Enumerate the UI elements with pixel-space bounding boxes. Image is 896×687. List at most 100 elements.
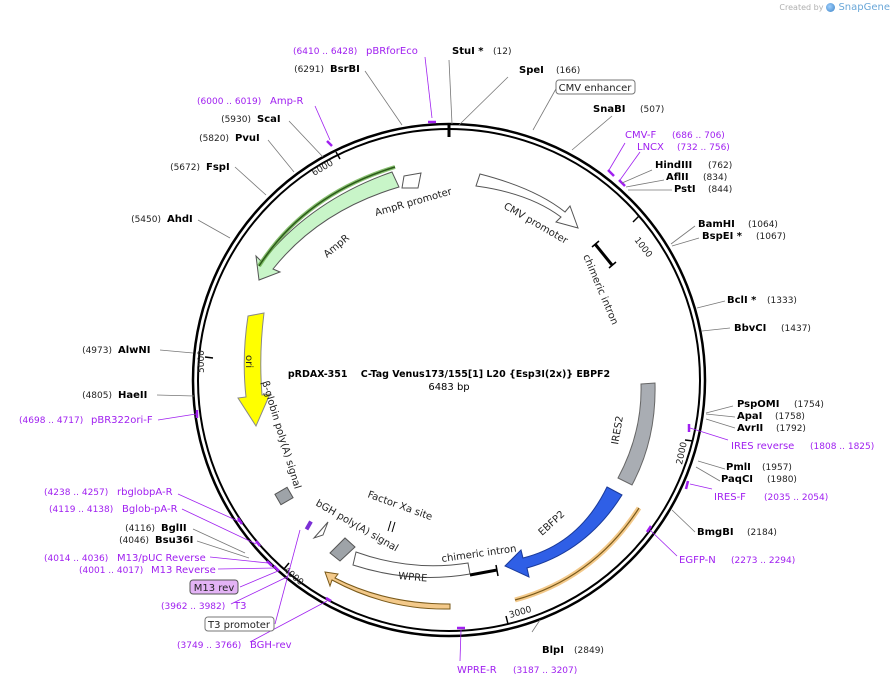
- wpre-orange-arrow[interactable]: [324, 571, 451, 610]
- primer-amp-r[interactable]: Amp-R: [270, 96, 304, 107]
- credit-brand[interactable]: SnapGene: [838, 2, 890, 13]
- site-paqci-pos: (1980): [767, 475, 797, 485]
- primer-pbr322ori-f[interactable]: pBR322ori-F: [91, 415, 153, 426]
- site-avrii[interactable]: AvrII: [737, 423, 763, 434]
- tick-mark-2000: [684, 439, 694, 442]
- primer-mark-m13-reverse[interactable]: [273, 565, 280, 572]
- primer-ires-f[interactable]: IRES-F: [714, 492, 746, 503]
- primer-mark-egfp-n[interactable]: [645, 525, 653, 533]
- primer-bgh-rev-pos: (3749 .. 3766): [177, 641, 241, 651]
- chimeric-intron-top-end: [608, 261, 617, 269]
- credit-prefix: Created by: [779, 3, 824, 12]
- site-pspomi[interactable]: PspOMI: [737, 399, 779, 410]
- site-scai-pos: (5930): [221, 115, 251, 125]
- primer-mark-ires-f[interactable]: [684, 480, 690, 490]
- primer-mark-bglob-pa-r[interactable]: [255, 540, 261, 547]
- plasmid-name: pRDAX-351 C-Tag Venus173/155[1] L20 {Esp…: [288, 369, 610, 380]
- primer-bglob-pa-r[interactable]: Bglob-pA-R: [122, 504, 178, 515]
- cmv-enhancer-box[interactable]: [555, 79, 636, 95]
- site-aflii[interactable]: AflII: [666, 172, 689, 183]
- cmv-promoter-arrow[interactable]: [475, 173, 579, 229]
- primer-egfp-n[interactable]: EGFP-N: [679, 555, 716, 566]
- site-bbvci[interactable]: BbvCI: [734, 323, 766, 334]
- t3-promoter-arrow[interactable]: [312, 521, 329, 540]
- site-bspei[interactable]: BspEI *: [702, 231, 743, 242]
- site-apai[interactable]: ApaI: [737, 411, 762, 422]
- site-scai[interactable]: ScaI: [257, 114, 281, 125]
- site-bglii-pos: (4116): [125, 524, 155, 534]
- primer-mark-rbglobpa-r[interactable]: [236, 517, 244, 525]
- primer-ires-reverse[interactable]: IRES reverse: [731, 441, 794, 452]
- primer-m13-reverse-pos: (4001 .. 4017): [79, 566, 143, 576]
- site-psti[interactable]: PstI: [674, 184, 696, 195]
- site-fspi-pos: (5672): [170, 163, 200, 173]
- m13-rev-feature[interactable]: [304, 520, 313, 531]
- tick-mark-6000: [335, 151, 341, 160]
- bgh-polya-box[interactable]: [329, 537, 356, 562]
- primer-mark-bgh-rev[interactable]: [325, 596, 332, 603]
- site-haeii[interactable]: HaeII: [118, 390, 147, 401]
- egfp-orf-line: [514, 507, 640, 601]
- site-stui[interactable]: StuI *: [452, 46, 484, 57]
- m13-rev-box[interactable]: [189, 579, 239, 595]
- primer-lncx[interactable]: LNCX: [637, 142, 664, 153]
- chimeric-intron-top-mark[interactable]: [593, 243, 614, 266]
- primer-t3-pos: (3962 .. 3982): [161, 602, 225, 612]
- site-bcli[interactable]: BclI *: [727, 295, 757, 306]
- primer-t3[interactable]: T3: [233, 601, 246, 612]
- primer-cmv-f[interactable]: CMV-F: [625, 130, 656, 141]
- primer-cmv-f-pos: (686 .. 706): [672, 131, 725, 141]
- primer-m13-puc-reverse-pos: (4014 .. 4036): [44, 554, 108, 564]
- ampr-orf-line: [258, 166, 396, 267]
- site-blpi[interactable]: BlpI: [542, 645, 564, 656]
- site-fspi[interactable]: FspI: [206, 162, 230, 173]
- site-bmgbi[interactable]: BmgBI: [697, 527, 734, 538]
- t3-promoter-box[interactable]: [204, 616, 275, 632]
- primer-m13-reverse[interactable]: M13 Reverse: [151, 565, 216, 576]
- primer-rbglobpa-r[interactable]: rbglobpA-R: [117, 487, 173, 498]
- site-bsrbi-pos: (6291): [294, 65, 324, 75]
- site-snabi[interactable]: SnaBI: [593, 104, 625, 115]
- primer-mark-amp-r[interactable]: [326, 140, 333, 147]
- site-ahdi[interactable]: AhdI: [167, 214, 193, 225]
- site-bglii[interactable]: BglII: [161, 523, 187, 534]
- site-bsu36i[interactable]: Bsu36I: [155, 535, 193, 546]
- primer-bgh-rev[interactable]: BGH-rev: [250, 640, 292, 651]
- primer-marks: [195, 120, 691, 630]
- site-hindiii[interactable]: HindIII: [655, 160, 692, 171]
- primer-m13-puc-reverse[interactable]: M13/pUC Reverse: [117, 553, 206, 564]
- site-pvui-pos: (5820): [199, 134, 229, 144]
- site-apai-pos: (1758): [775, 412, 805, 422]
- primer-lncx-pos: (732 .. 756): [677, 143, 730, 153]
- site-bmgbi-pos: (2184): [747, 528, 777, 538]
- wpre-box[interactable]: [352, 551, 471, 578]
- primer-mark-cmv-f[interactable]: [607, 169, 615, 177]
- chimeric-intron-bottom-mark[interactable]: [469, 568, 498, 577]
- egfp-highlight: [514, 506, 642, 603]
- site-ahdi-pos: (5450): [131, 215, 161, 225]
- ebfp2-label: EBFP2: [537, 509, 568, 538]
- site-paqci[interactable]: PaqCI: [721, 474, 753, 485]
- bglobin-polya-box[interactable]: [274, 486, 294, 506]
- primer-leaders: [157, 56, 729, 662]
- site-bamhi[interactable]: BamHI: [698, 219, 735, 230]
- site-snabi-pos: (507): [640, 105, 664, 115]
- site-leaders: [156, 59, 736, 633]
- site-pspomi-pos: (1754): [794, 400, 824, 410]
- ampr-promoter-arrow[interactable]: [401, 172, 422, 189]
- site-spei[interactable]: SpeI: [519, 65, 544, 76]
- site-pvui[interactable]: PvuI: [235, 133, 260, 144]
- site-bsrbi[interactable]: BsrBI: [330, 64, 360, 75]
- site-pmli[interactable]: PmlI: [726, 462, 751, 473]
- factor-xa-label: Factor Xa site: [366, 489, 434, 523]
- primer-pbrforeco[interactable]: pBRforEco: [366, 46, 418, 57]
- site-aflii-pos: (834): [703, 173, 727, 183]
- ires2-box[interactable]: [617, 382, 656, 486]
- tick-mark-1000: [632, 215, 640, 223]
- site-alwni[interactable]: AlwNI: [118, 345, 151, 356]
- ori-arrow[interactable]: [237, 312, 271, 428]
- primer-wpre-r[interactable]: WPRE-R: [457, 665, 497, 676]
- ampr-arrow[interactable]: [255, 171, 400, 281]
- primer-mark-m13-puc-reverse[interactable]: [266, 560, 273, 567]
- ebfp2-arrow[interactable]: [504, 486, 623, 578]
